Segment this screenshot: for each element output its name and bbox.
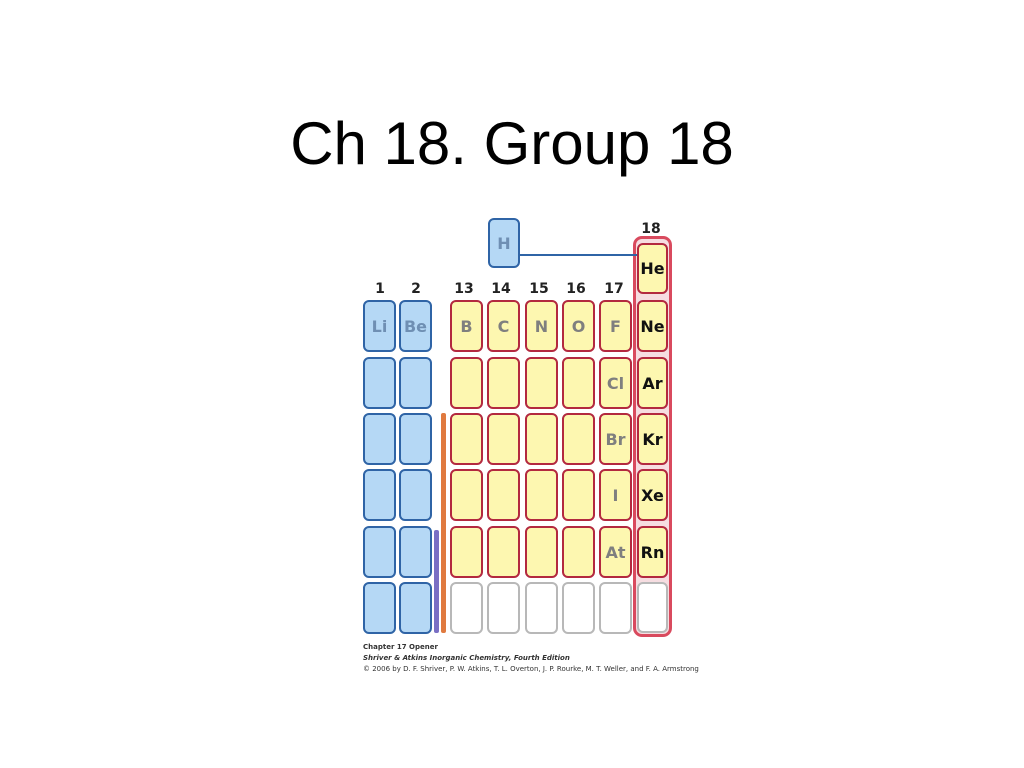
element-cell-s-empty xyxy=(399,526,432,578)
group-label-16: 16 xyxy=(566,281,586,297)
element-cell-C: C xyxy=(487,300,520,352)
metalloid-divider-bar xyxy=(441,413,446,633)
element-cell-p-empty xyxy=(562,413,595,465)
element-cell-p-empty xyxy=(562,469,595,521)
element-cell-At: At xyxy=(599,526,632,578)
element-cell-s-empty xyxy=(363,413,396,465)
element-cell-p-empty xyxy=(487,526,520,578)
element-cell-p-empty xyxy=(562,526,595,578)
element-cell-Xe: Xe xyxy=(637,469,668,521)
element-cell-undiscovered xyxy=(525,582,558,634)
element-cell-F: F xyxy=(599,300,632,352)
element-cell-Br: Br xyxy=(599,413,632,465)
element-cell-p-empty xyxy=(450,413,483,465)
transition-divider-bar xyxy=(434,530,439,633)
element-cell-undiscovered xyxy=(450,582,483,634)
group-label-2: 2 xyxy=(411,281,421,297)
element-cell-s-empty xyxy=(363,582,396,634)
element-cell-p-empty xyxy=(562,357,595,409)
element-cell-s-empty xyxy=(363,469,396,521)
element-cell-Ne: Ne xyxy=(637,300,668,352)
caption-book: Shriver & Atkins Inorganic Chemistry, Fo… xyxy=(363,654,570,662)
element-cell-undiscovered xyxy=(637,582,668,633)
element-cell-I: I xyxy=(599,469,632,521)
element-cell-p-empty xyxy=(525,469,558,521)
element-cell-s-empty xyxy=(399,357,432,409)
group-label-13: 13 xyxy=(454,281,474,297)
element-cell-s-empty xyxy=(363,526,396,578)
element-cell-undiscovered xyxy=(599,582,632,634)
element-cell-p-empty xyxy=(450,526,483,578)
group-label-18: 18 xyxy=(641,221,661,237)
element-cell-undiscovered xyxy=(487,582,520,634)
element-cell-p-empty xyxy=(525,526,558,578)
element-cell-Ar: Ar xyxy=(637,357,668,409)
group-label-17: 17 xyxy=(604,281,624,297)
element-cell-Kr: Kr xyxy=(637,413,668,465)
hydrogen-connector-line xyxy=(519,254,637,256)
element-cell-p-empty xyxy=(487,413,520,465)
element-cell-N: N xyxy=(525,300,558,352)
element-cell-O: O xyxy=(562,300,595,352)
element-cell-s-empty xyxy=(399,469,432,521)
element-cell-Rn: Rn xyxy=(637,526,668,578)
caption-chapter: Chapter 17 Opener xyxy=(363,643,438,651)
group-label-15: 15 xyxy=(529,281,549,297)
element-cell-undiscovered xyxy=(562,582,595,634)
group-label-1: 1 xyxy=(375,281,385,297)
element-cell-s-empty xyxy=(399,413,432,465)
element-cell-B: B xyxy=(450,300,483,352)
element-cell-s-empty xyxy=(363,357,396,409)
group-label-14: 14 xyxy=(491,281,511,297)
caption-copyright: © 2006 by D. F. Shriver, P. W. Atkins, T… xyxy=(363,665,699,673)
element-cell-p-empty xyxy=(487,357,520,409)
element-cell-p-empty xyxy=(525,413,558,465)
element-cell-H: H xyxy=(488,218,520,268)
element-cell-p-empty xyxy=(450,469,483,521)
slide-title: Ch 18. Group 18 xyxy=(290,110,734,177)
element-cell-Cl: Cl xyxy=(599,357,632,409)
element-cell-Li: Li xyxy=(363,300,396,352)
element-cell-He: He xyxy=(637,243,668,294)
element-cell-Be: Be xyxy=(399,300,432,352)
element-cell-s-empty xyxy=(399,582,432,634)
element-cell-p-empty xyxy=(525,357,558,409)
element-cell-p-empty xyxy=(487,469,520,521)
element-cell-p-empty xyxy=(450,357,483,409)
